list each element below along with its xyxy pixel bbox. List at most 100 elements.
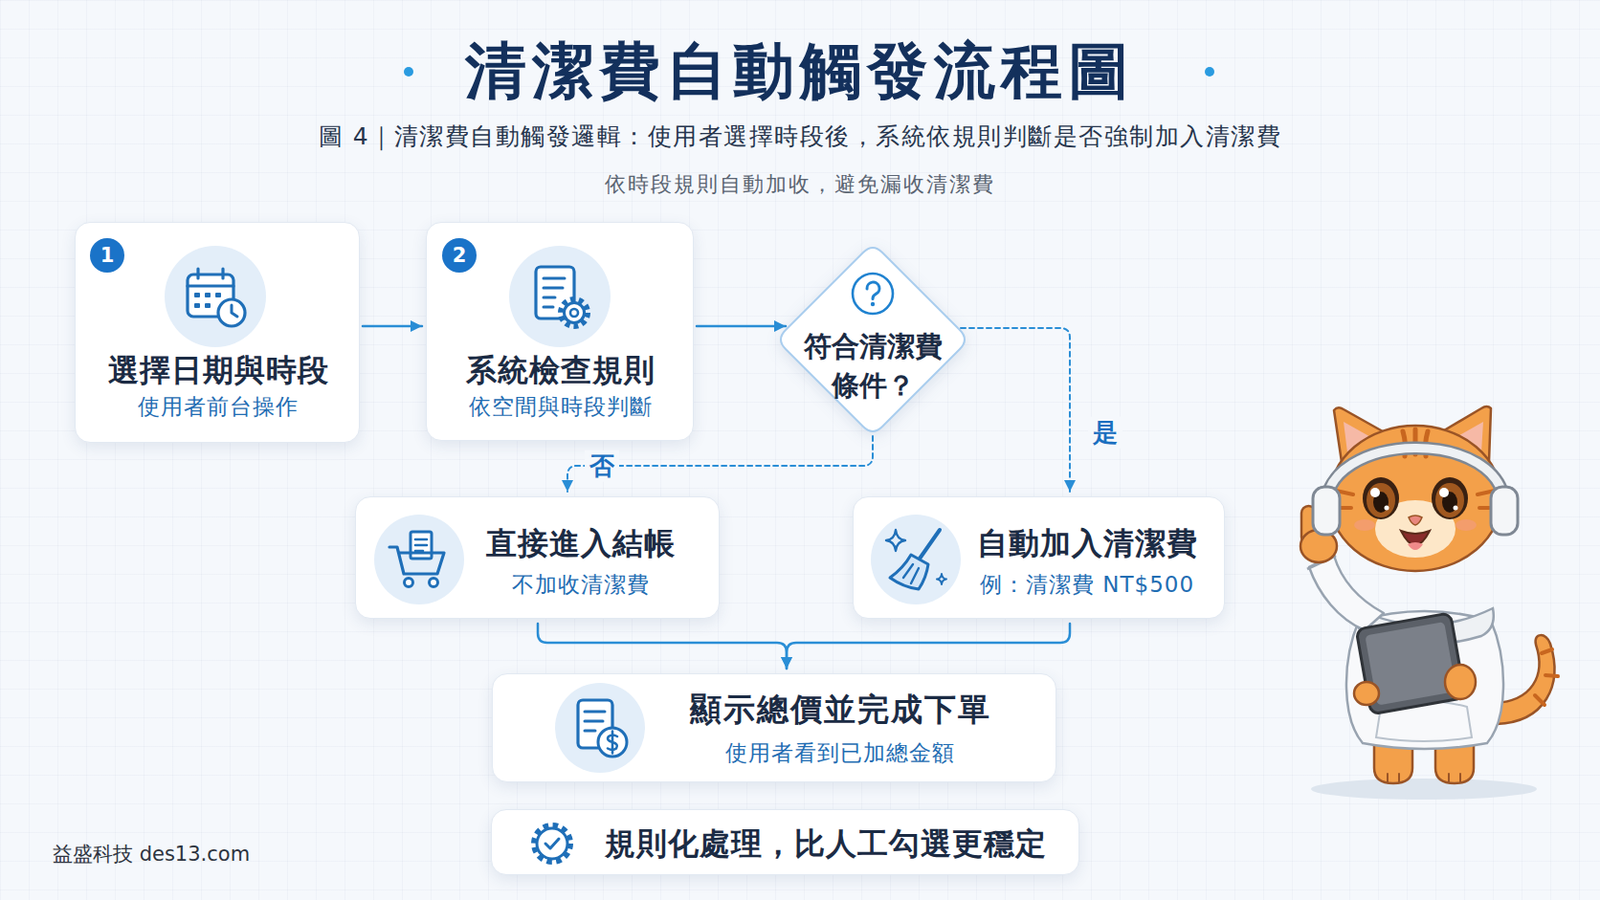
cat-mascot-part: [1370, 488, 1380, 498]
note-text: 規則化處理，比人工勾選更穩定: [604, 824, 1047, 864]
invoice-icon-part: [607, 732, 618, 755]
decision-diamond: 符合清潔費 條件？: [770, 237, 976, 443]
gear-check-icon-part: [545, 839, 559, 849]
step-number: 1: [89, 238, 125, 273]
calendar-icon-part: [164, 245, 267, 348]
dashed-connector: [960, 328, 1070, 492]
cat-mascot-part: [1408, 515, 1423, 526]
question-icon: [848, 269, 897, 318]
box-heading: 系統檢查規則: [466, 351, 656, 390]
rules-icon-part: [564, 303, 585, 324]
subtitle: 依時段規則自動加收，避免漏收清潔費: [604, 171, 996, 199]
calendar-icon-part-part: [187, 284, 234, 288]
flow-arrow: [362, 325, 423, 329]
cart-icon-part: [389, 547, 445, 575]
result-box: 直接進入結帳不加收清潔費: [355, 496, 720, 620]
step-number: 2: [442, 238, 477, 273]
flow-arrow: [537, 623, 787, 669]
cat-mascot-part: [1407, 542, 1423, 551]
question-icon-part: [866, 282, 880, 299]
cart-icon: [374, 514, 465, 605]
result-box: 自動加入清潔費例：清潔費 NT$500: [852, 496, 1225, 620]
cart-icon-part: [404, 578, 414, 588]
box-heading: 自動加入清潔費: [977, 524, 1199, 563]
cat-mascot-part: [1326, 447, 1505, 511]
box-subtext: 不加收清潔費: [511, 571, 650, 600]
diagram-title: 清潔費自動觸發流程圖: [465, 32, 1135, 110]
invoice-icon: [555, 683, 645, 774]
watermark: 益盛科技 des13.com: [52, 842, 250, 867]
broom-icon-part: [886, 530, 906, 552]
invoice-icon-part: [598, 728, 627, 757]
box-heading: 直接進入結帳: [486, 524, 676, 563]
calendar-icon: [164, 245, 267, 348]
box-subtext: 使用者看到已加總金額: [725, 739, 956, 768]
cart-icon-part: [415, 539, 427, 552]
calendar-icon-part-part: [196, 268, 200, 279]
broom-icon: [870, 514, 961, 605]
cat-mascot-part: [1387, 774, 1461, 783]
rules-icon: [509, 245, 611, 348]
calendar-icon-part-part: [194, 303, 200, 309]
diamond-shape: [780, 247, 965, 432]
branch-label: 否: [584, 450, 620, 483]
question-icon-part: [852, 273, 893, 314]
dashed-connector: [567, 436, 873, 492]
cat-mascot-part: [1311, 778, 1537, 800]
cat-mascot-part: [1326, 447, 1505, 511]
calendar-icon-part-part: [204, 303, 211, 309]
title-decoration-part: [1204, 66, 1215, 77]
note-box: 規則化處理，比人工勾選更穩定: [490, 809, 1080, 876]
title-decoration-part: [1215, 70, 1304, 73]
calendar-icon-part-part: [194, 292, 200, 298]
box-subtext: 使用者前台操作: [137, 393, 299, 422]
branch-label: 是: [1088, 417, 1123, 449]
decision-text: 符合清潔費 條件？: [798, 327, 949, 405]
broom-icon-part: [870, 514, 961, 605]
broom-icon-part: [889, 555, 929, 590]
rules-icon-part: [509, 245, 611, 348]
gear-check-icon-part: [536, 828, 568, 860]
cat-mascot-part: [1490, 487, 1518, 535]
box-heading: 選擇日期與時段: [108, 351, 330, 390]
cat-mascot-part: [1534, 649, 1558, 706]
flow-arrow: [786, 623, 1070, 669]
gear-check-icon: [527, 819, 578, 869]
flow-arrow: [696, 325, 786, 329]
final-box: 顯示總價並完成下單使用者看到已加總金額: [491, 673, 1057, 783]
invoice-icon-part: [555, 683, 645, 774]
cat-mascot-part: [1312, 487, 1340, 535]
cat-mascot-part: [1431, 477, 1468, 520]
gear-check-icon-part: [533, 825, 571, 863]
invoice-icon-part: [584, 711, 605, 732]
calendar-icon-part: [194, 292, 222, 309]
cat-mascot-part: [1384, 506, 1390, 512]
box-subtext: 例：清潔費 NT$500: [979, 571, 1195, 600]
cat-mascot-part: [1366, 483, 1396, 518]
calendar-icon-part: [231, 305, 238, 317]
box-subtext: 依空間與時段判斷: [468, 393, 653, 422]
cat-mascot-part: [1362, 477, 1400, 520]
cat-mascot-part: [1354, 519, 1376, 532]
cart-icon-part: [374, 514, 465, 605]
cat-mascot: [1270, 402, 1572, 806]
calendar-icon-part-part: [204, 292, 211, 298]
cat-mascot-part: [1453, 506, 1459, 512]
diagram-caption: 圖 4｜清潔費自動觸發邏輯：使用者選擇時段後，系統依規則判斷是否強制加入清潔費: [318, 121, 1282, 152]
cart-icon-part: [410, 532, 432, 559]
box-heading: 顯示總價並完成下單: [689, 689, 992, 730]
cat-mascot-part: [1455, 519, 1477, 532]
title-decoration-part: [320, 70, 403, 73]
calendar-icon-part-part: [221, 268, 224, 279]
rules-icon-part: [570, 309, 578, 317]
question-icon-part: [870, 302, 875, 307]
calendar-icon-part: [218, 299, 245, 327]
broom-icon-part: [903, 564, 919, 584]
broom-icon-part: [919, 530, 940, 559]
cat-mascot-part: [1439, 488, 1449, 498]
cart-icon-part: [429, 578, 439, 588]
cat-mascot-part: [1444, 665, 1476, 700]
rules-icon-part: [560, 299, 588, 327]
title-decoration-part: [403, 66, 414, 77]
cat-mascot-part: [1435, 483, 1465, 518]
